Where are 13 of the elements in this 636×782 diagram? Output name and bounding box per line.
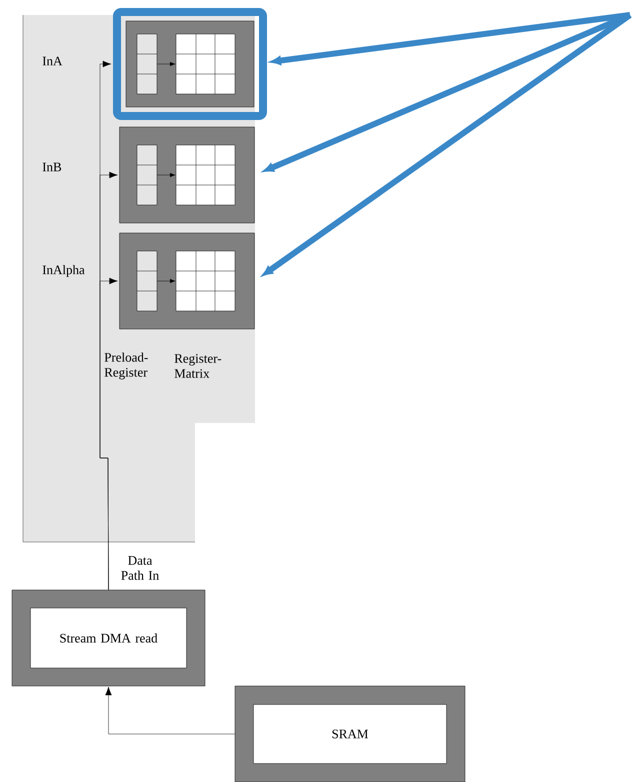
label: Register- Matrix: [174, 354, 222, 378]
label: Preload- Register: [104, 352, 148, 380]
register-block: [119, 232, 255, 330]
label: InA: [42, 56, 62, 66]
arrow: [105, 686, 235, 734]
register-block: [119, 126, 255, 224]
label: InAlpha: [42, 265, 85, 277]
process-box: SRAM: [234, 686, 466, 782]
label: InB: [42, 162, 62, 172]
process-box: Stream DMA read: [12, 590, 206, 686]
register-block: [126, 20, 254, 108]
label: Data Path In: [121, 556, 159, 580]
arrow: [100, 278, 118, 590]
